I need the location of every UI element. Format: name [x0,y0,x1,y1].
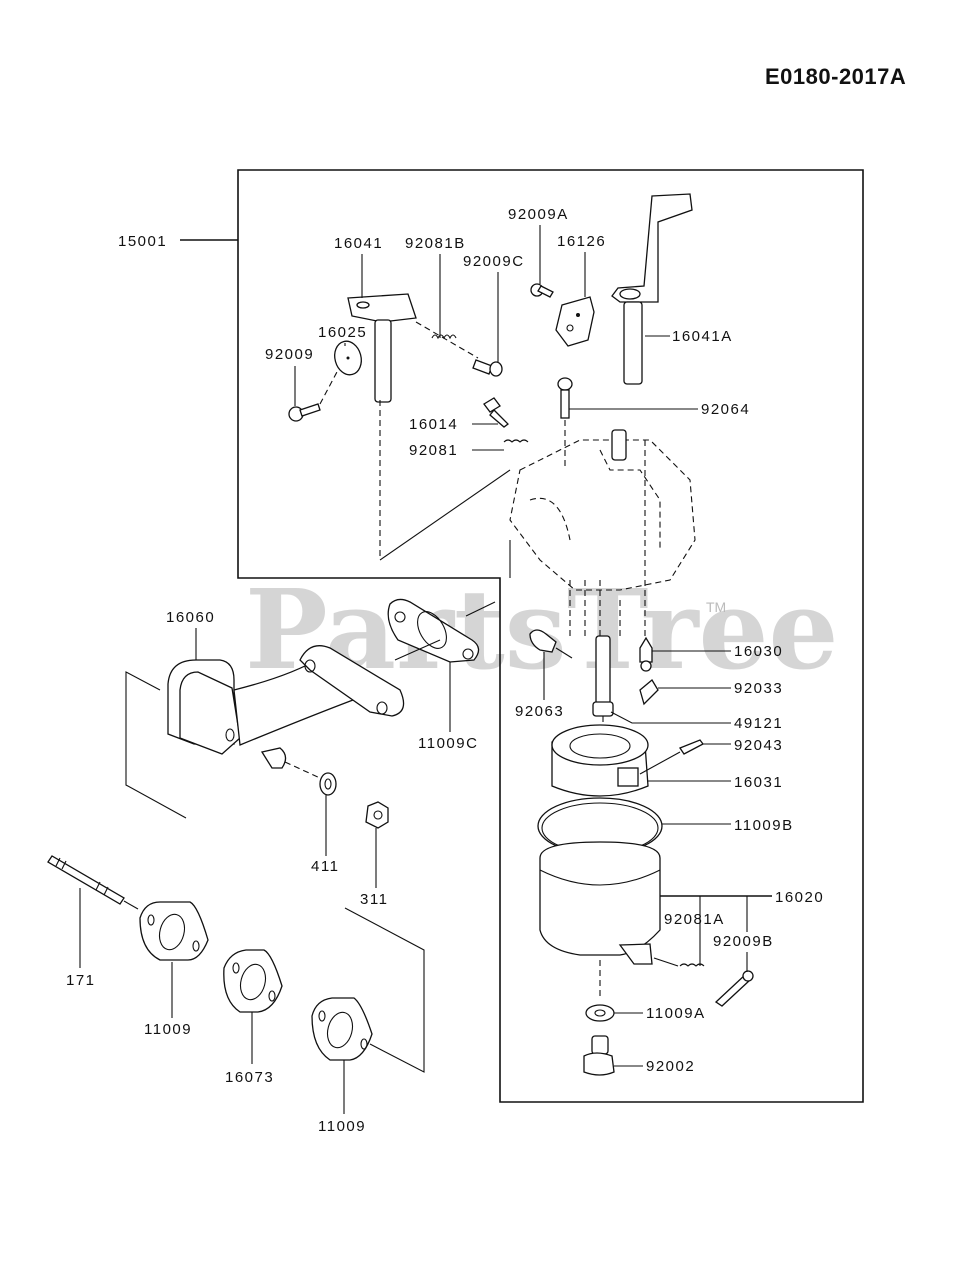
intake-pipe-16060 [167,645,405,779]
label-92002[interactable]: 92002 [646,1058,695,1075]
float-bowl-16020 [539,841,661,998]
label-11009A[interactable]: 11009A [646,1005,706,1022]
label-16041[interactable]: 16041 [334,235,383,252]
bracket-line-left [125,671,187,819]
label-49121[interactable]: 49121 [734,715,783,732]
label-92009B[interactable]: 92009B [713,933,774,950]
screw-92009B [714,970,754,1007]
screw-16014 [483,397,509,428]
pilot-jet-92063 [529,629,573,659]
stud-171 [47,855,139,910]
gasket-11009A [585,1004,615,1022]
assembly-boundary [237,169,864,1103]
label-411[interactable]: 411 [311,858,339,875]
drain-bolt-92002 [583,1035,615,1076]
leader-49121 [610,711,731,724]
bracket-line-right [344,907,425,1073]
label-311[interactable]: 311 [360,891,388,908]
spring-92081A [653,957,705,967]
gasket-11009C [387,598,496,663]
float-pin-92043 [639,739,704,775]
gasket-11009-second [311,997,373,1061]
document-code: E0180-2017A [765,64,907,89]
label-92081A[interactable]: 92081A [664,911,725,928]
spring-92081 [503,439,529,443]
label-16073[interactable]: 16073 [225,1069,274,1086]
screw-92009C [472,359,503,377]
clip-92033 [639,679,659,706]
label-92063[interactable]: 92063 [515,703,564,720]
label-16041A[interactable]: 16041A [672,328,733,345]
washer-411 [319,772,337,796]
label-16020[interactable]: 16020 [775,889,824,906]
insulator-16073 [223,949,283,1013]
spring-92081B [415,321,479,359]
float-16031 [551,724,649,797]
label-92009A[interactable]: 92009A [508,206,569,223]
label-16025[interactable]: 16025 [318,324,367,341]
screw-92064 [557,377,573,470]
label-11009C[interactable]: 11009C [418,735,478,752]
label-16060[interactable]: 16060 [166,609,215,626]
screw-92009A [530,283,554,298]
choke-plate-16126 [555,296,595,347]
label-92033[interactable]: 92033 [734,680,783,697]
gasket-11009B [537,797,663,855]
screw-92009 [288,369,339,422]
label-16030[interactable]: 16030 [734,643,783,660]
label-92081[interactable]: 92081 [409,442,458,459]
label-92009C[interactable]: 92009C [463,253,525,270]
label-16126[interactable]: 16126 [557,233,606,250]
nut-311 [365,801,389,829]
label-92009[interactable]: 92009 [265,346,314,363]
label-92064[interactable]: 92064 [701,401,750,418]
throttle-shaft-16041A [611,193,693,385]
label-15001[interactable]: 15001 [118,233,167,250]
throttle-valve-16025 [334,340,362,376]
label-11009-second[interactable]: 11009 [318,1118,366,1135]
watermark-tm: TM [706,599,726,615]
choke-shaft-16041 [347,293,417,403]
float-valve-16030 [639,636,653,672]
label-11009-first[interactable]: 11009 [144,1021,192,1038]
carburetor-body [379,400,696,640]
main-nozzle-49121 [592,635,614,760]
label-16031[interactable]: 16031 [734,774,783,791]
label-171[interactable]: 171 [66,972,96,989]
gasket-11009-first [139,901,209,961]
label-11009B[interactable]: 11009B [734,817,794,834]
label-92043[interactable]: 92043 [734,737,783,754]
label-92081B[interactable]: 92081B [405,235,466,252]
label-16014[interactable]: 16014 [409,416,458,433]
